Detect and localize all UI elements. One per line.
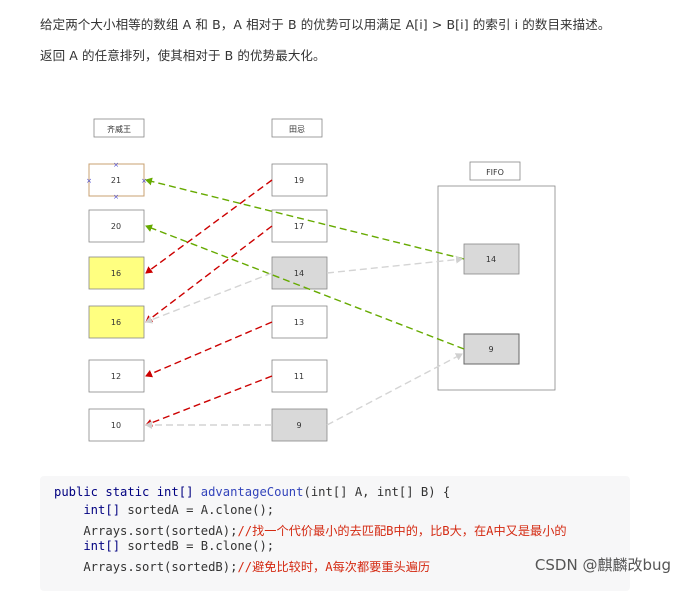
matching-diagram: 齐威王 田忌 FIFO 21 20 16 16 12 10 × × × × 19… [86,118,556,442]
csdn-watermark: CSDN @麒麟改bug [534,556,671,574]
mid-box-9 [271,408,328,442]
svg-text:17: 17 [294,222,304,231]
code-line-5: Arrays.sort(sortedB);//避免比较时，A每次都要重头遍历 [54,560,431,574]
svg-text:19: 19 [294,176,304,185]
left-column: 21 20 16 16 12 10 [88,163,145,442]
arrow-19-to-16 [145,179,273,274]
left-box-21 [88,163,145,197]
svg-text:×: × [113,193,119,201]
svg-text:×: × [141,177,147,185]
arrow-17-to-16 [145,225,273,323]
fifo-title: FIFO [486,168,504,177]
fifo-item-14 [463,243,520,275]
svg-text:齐威王: 齐威王 [107,124,131,134]
left-box-20 [88,209,145,243]
svg-text:20: 20 [111,222,121,231]
selection-markers: × × × × [86,161,147,201]
fifo-item-9 [463,333,520,365]
left-box-16-a [88,256,145,290]
svg-text:11: 11 [294,372,304,381]
gray-arrows [145,255,463,429]
left-box-12 [88,359,145,393]
svg-text:田忌: 田忌 [289,125,305,134]
svg-text:10: 10 [111,421,121,430]
svg-text:13: 13 [294,318,304,327]
code-line-2: int[] sortedA = A.clone(); [54,503,275,517]
svg-text:14: 14 [486,255,496,264]
problem-statement-line-2: 返回 A 的任意排列，使其相对于 B 的优势最大化。 [40,48,326,63]
svg-text:×: × [113,161,119,169]
svg-text:9: 9 [488,345,493,354]
svg-text:×: × [86,177,92,185]
middle-column: 19 17 14 13 11 9 [271,163,328,442]
left-column-title: 齐威王 [93,118,145,138]
code-block: public static int[] advantageCount(int[]… [40,476,630,591]
left-box-10 [88,408,145,442]
code-line-3: Arrays.sort(sortedA);//找一个代价最小的去匹配B中的，比B… [54,524,567,538]
svg-text:16: 16 [111,269,121,278]
fifo-title-box [469,161,521,181]
code-line-1: public static int[] advantageCount(int[]… [54,485,451,499]
mid-box-13 [271,305,328,339]
svg-text:21: 21 [111,176,121,185]
arrow-14-to-16 [145,272,273,324]
arrow-fifo9-to-20 [145,224,465,350]
arrow-9-to-fifo [326,353,463,426]
middle-column-title: 田忌 [271,118,323,138]
red-match-arrows [145,179,273,427]
svg-text:9: 9 [296,421,301,430]
green-fifo-arrows [145,177,465,350]
problem-statement-line-1: 给定两个大小相等的数组 A 和 B，A 相对于 B 的优势可以用满足 A[i] … [40,17,611,32]
arrow-13-to-12 [145,321,273,378]
mid-box-17 [271,209,328,243]
svg-text:12: 12 [111,372,121,381]
svg-text:16: 16 [111,318,121,327]
code-line-4: int[] sortedB = B.clone(); [54,539,275,553]
svg-text:14: 14 [294,269,304,278]
fifo-items: 14 9 [463,243,520,365]
arrow-14-to-fifo [326,255,463,274]
arrow-11-to-10 [145,375,273,427]
mid-box-19 [271,163,328,197]
left-box-16-b [88,305,145,339]
